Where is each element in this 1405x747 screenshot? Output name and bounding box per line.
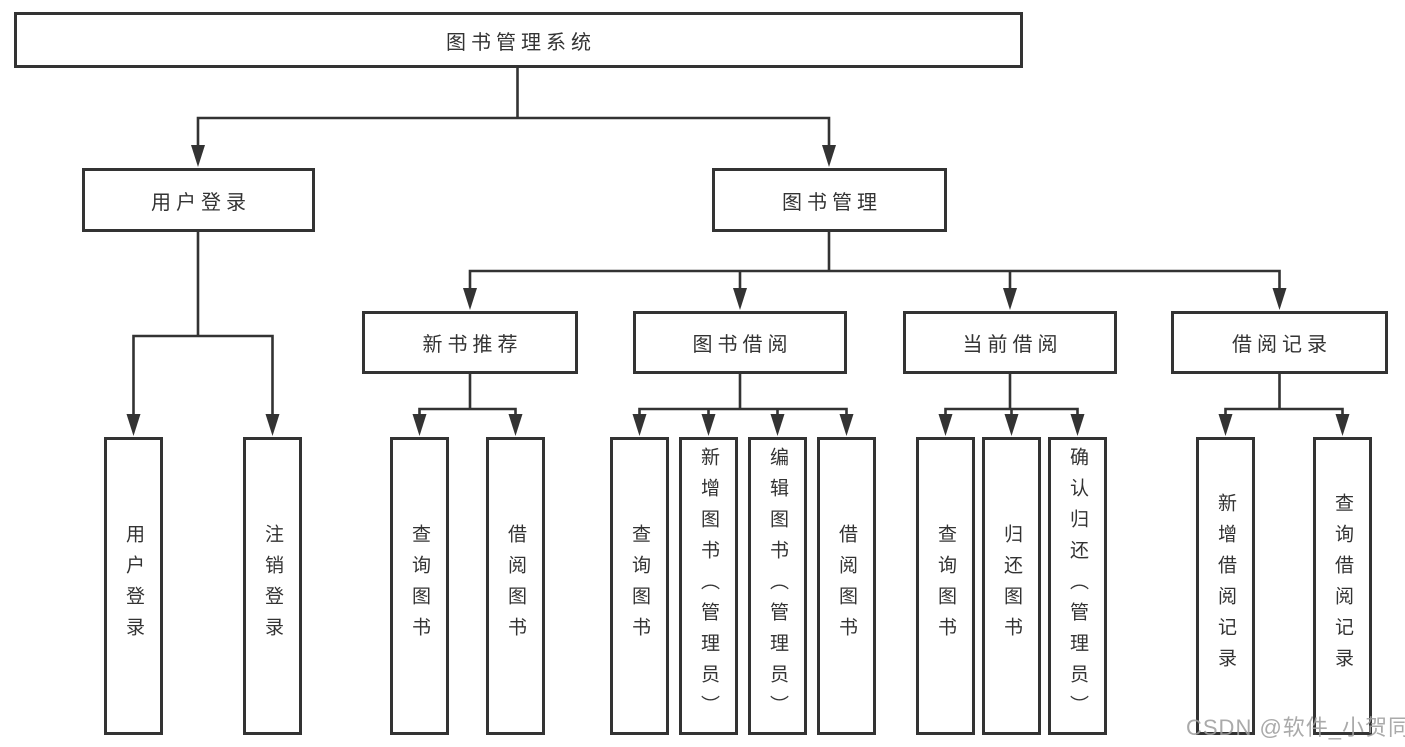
node-book-borrowing: 图书借阅: [633, 311, 847, 374]
node-current-borrowing: 当前借阅: [903, 311, 1117, 374]
node-book-management: 图书管理: [712, 168, 947, 232]
node-library-system: 图书管理系统: [14, 12, 1023, 68]
node-edit-book-admin: 编辑图书（管理员）: [748, 437, 807, 735]
node-recommend-borrow-book: 借阅图书: [486, 437, 545, 735]
node-recommend-query-book: 查询图书: [390, 437, 449, 735]
node-return-book: 归还图书: [982, 437, 1041, 735]
node-user-login: 用户登录: [82, 168, 315, 232]
node-borrowing-records: 借阅记录: [1171, 311, 1388, 374]
node-add-borrow-record: 新增借阅记录: [1196, 437, 1255, 735]
node-confirm-return-admin: 确认归还（管理员）: [1048, 437, 1107, 735]
node-borrowing-query-book: 查询图书: [610, 437, 669, 735]
csdn-watermark: CSDN @软件_小贺同学: [1186, 715, 1405, 740]
node-logout-leaf: 注销登录: [243, 437, 302, 735]
node-borrowing-borrow-book: 借阅图书: [817, 437, 876, 735]
node-user-login-leaf: 用户登录: [104, 437, 163, 735]
node-add-book-admin: 新增图书（管理员）: [679, 437, 738, 735]
node-new-book-recommend: 新书推荐: [362, 311, 578, 374]
node-current-query-book: 查询图书: [916, 437, 975, 735]
node-query-borrow-record: 查询借阅记录: [1313, 437, 1372, 735]
arrowheads: [126, 145, 1350, 436]
